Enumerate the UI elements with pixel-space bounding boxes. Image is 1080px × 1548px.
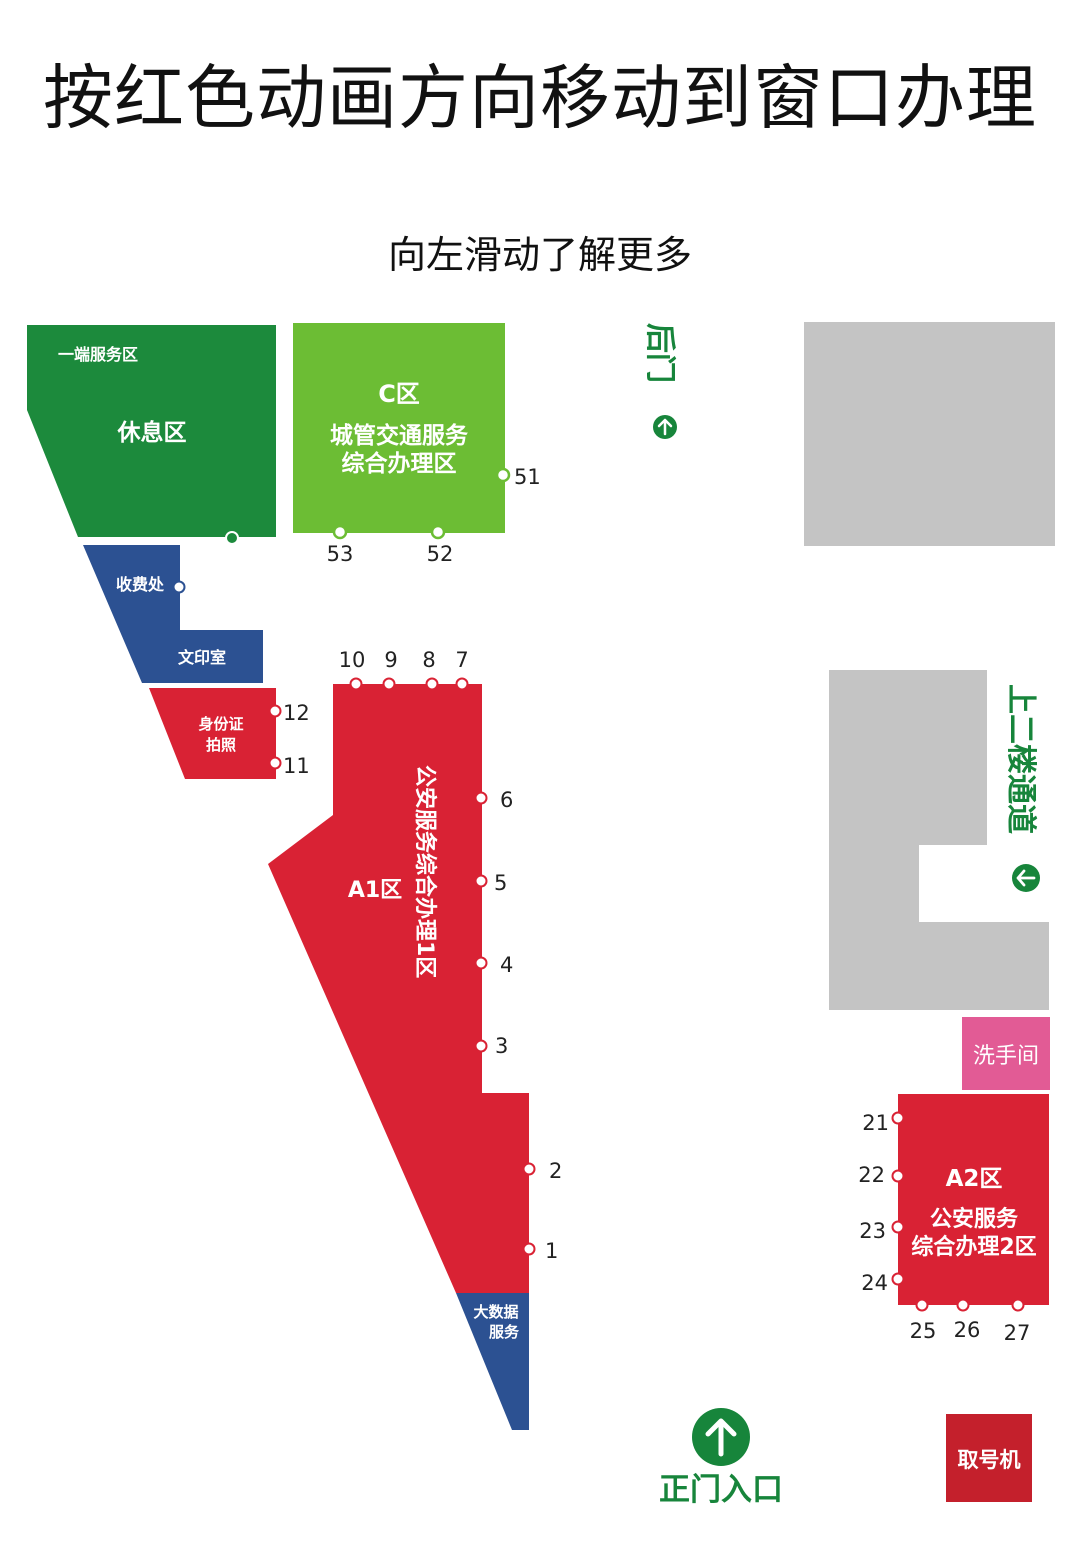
zone-big-data-line2: 服务 [489,1323,520,1341]
window-dot-26 [956,1298,970,1312]
window-dot-10 [349,677,363,691]
zone-cashier-print-shape [83,545,263,683]
window-number-9: 9 [384,648,397,672]
zone-toilet-label: 洗手间 [973,1044,1039,1069]
window-number-51: 51 [514,465,541,489]
window-number-12: 12 [283,701,310,725]
gray-block-top [804,322,1055,546]
window-dot-8 [425,677,439,691]
window-dot-24 [891,1272,905,1286]
arrow-left-icon [1012,864,1040,892]
window-number-21: 21 [862,1111,889,1135]
zone-cashier-print[interactable]: 收费处 文印室 [83,545,263,683]
window-number-22: 22 [858,1163,885,1187]
upstairs-passage[interactable]: 上二楼通道 [1003,684,1040,892]
zone-cashier-label: 收费处 [116,575,165,594]
page-title: 按红色动画方向移动到窗口办理 [43,57,1037,139]
window-number-26: 26 [954,1318,981,1342]
window-number-6: 6 [500,788,513,812]
window-dot-27 [1011,1298,1025,1312]
window-number-11: 11 [283,754,310,778]
window-number-3: 3 [495,1034,508,1058]
zone-id-photo-shape [149,688,276,779]
window-dot-6 [474,791,488,805]
zone-id-photo-line2: 拍照 [206,736,236,754]
window-dot-21 [891,1111,905,1125]
ticket-machine[interactable]: 取号机 [946,1414,1032,1502]
window-number-24: 24 [861,1271,888,1295]
window-number-23: 23 [859,1219,886,1243]
zone-toilet[interactable]: 洗手间 [962,1017,1050,1090]
zone-c-title: C区 [378,380,420,408]
zone-rest-area-shape [27,325,276,537]
window-dot-53 [332,524,348,540]
zone-a1-vertical-label: 公安服务综合办理1区 [412,765,438,978]
window-dot-51 [495,467,511,483]
gray-block-stairs [829,670,1049,1010]
zone-a2[interactable]: A2区 公安服务 综合办理2区 21 22 23 24 25 26 27 [858,1094,1049,1345]
zone-c-shape [293,323,505,533]
window-number-8: 8 [422,648,435,672]
arrow-up-icon [692,1408,750,1466]
window-number-7: 7 [455,648,468,672]
window-number-4: 4 [500,953,513,977]
main-entrance[interactable]: 正门入口 [659,1408,783,1508]
zone-id-photo-line1: 身份证 [198,715,243,733]
window-dot-5 [474,874,488,888]
zone-a2-line1: 公安服务 [930,1206,1019,1232]
zone-rest-label: 休息区 [117,419,187,446]
zone-big-data[interactable]: 大数据 服务 [456,1293,529,1430]
window-dot-3 [474,1039,488,1053]
zone-big-data-line1: 大数据 [473,1303,518,1321]
window-dot-2 [522,1162,536,1176]
zone-a1[interactable]: A1区 公安服务综合办理1区 10 9 8 7 6 5 4 3 2 1 [268,648,562,1293]
window-dot-12 [268,704,282,718]
window-number-5: 5 [494,871,507,895]
ticket-machine-shape [946,1414,1032,1502]
zone-rest-subtitle: 一端服务区 [58,345,138,364]
window-number-10: 10 [339,648,366,672]
window-dot-1 [522,1242,536,1256]
zone-a2-line2: 综合办理2区 [911,1234,1036,1260]
zone-rest-area[interactable]: 一端服务区 休息区 [27,325,276,545]
window-dot-23 [891,1220,905,1234]
window-dot [172,580,186,594]
window-number-27: 27 [1004,1321,1031,1345]
back-door-label: 后门 [642,323,677,383]
zone-id-photo[interactable]: 身份证 拍照 12 11 [149,688,310,779]
window-number-52: 52 [427,542,454,566]
upstairs-passage-label: 上二楼通道 [1003,684,1038,834]
window-dot-9 [382,677,396,691]
window-dot-52 [430,524,446,540]
window-dot-4 [474,956,488,970]
zone-a1-shape [268,684,529,1293]
window-dot [225,531,239,545]
ticket-machine-label: 取号机 [958,1448,1021,1472]
zone-a2-shape [898,1094,1049,1305]
window-dot-7 [455,677,469,691]
main-entrance-label: 正门入口 [659,1472,783,1508]
window-number-1: 1 [545,1239,558,1263]
zone-print-label: 文印室 [178,648,226,667]
zone-c[interactable]: C区 城管交通服务 综合办理区 51 53 52 [293,323,541,566]
zone-toilet-shape [962,1017,1050,1090]
zone-c-line1: 城管交通服务 [330,422,469,449]
window-dot-25 [915,1298,929,1312]
zone-big-data-shape [456,1293,529,1430]
window-dot-22 [891,1169,905,1183]
zone-a1-title: A1区 [348,878,402,903]
window-number-2: 2 [549,1159,562,1183]
window-number-53: 53 [327,542,354,566]
window-number-25: 25 [910,1319,937,1343]
zone-a2-title: A2区 [946,1166,1003,1192]
swipe-hint: 向左滑动了解更多 [387,233,692,277]
zone-c-line2: 综合办理区 [342,450,457,477]
window-dot-11 [268,756,282,770]
back-door[interactable]: 后门 [642,323,677,439]
arrow-up-icon [653,415,677,439]
